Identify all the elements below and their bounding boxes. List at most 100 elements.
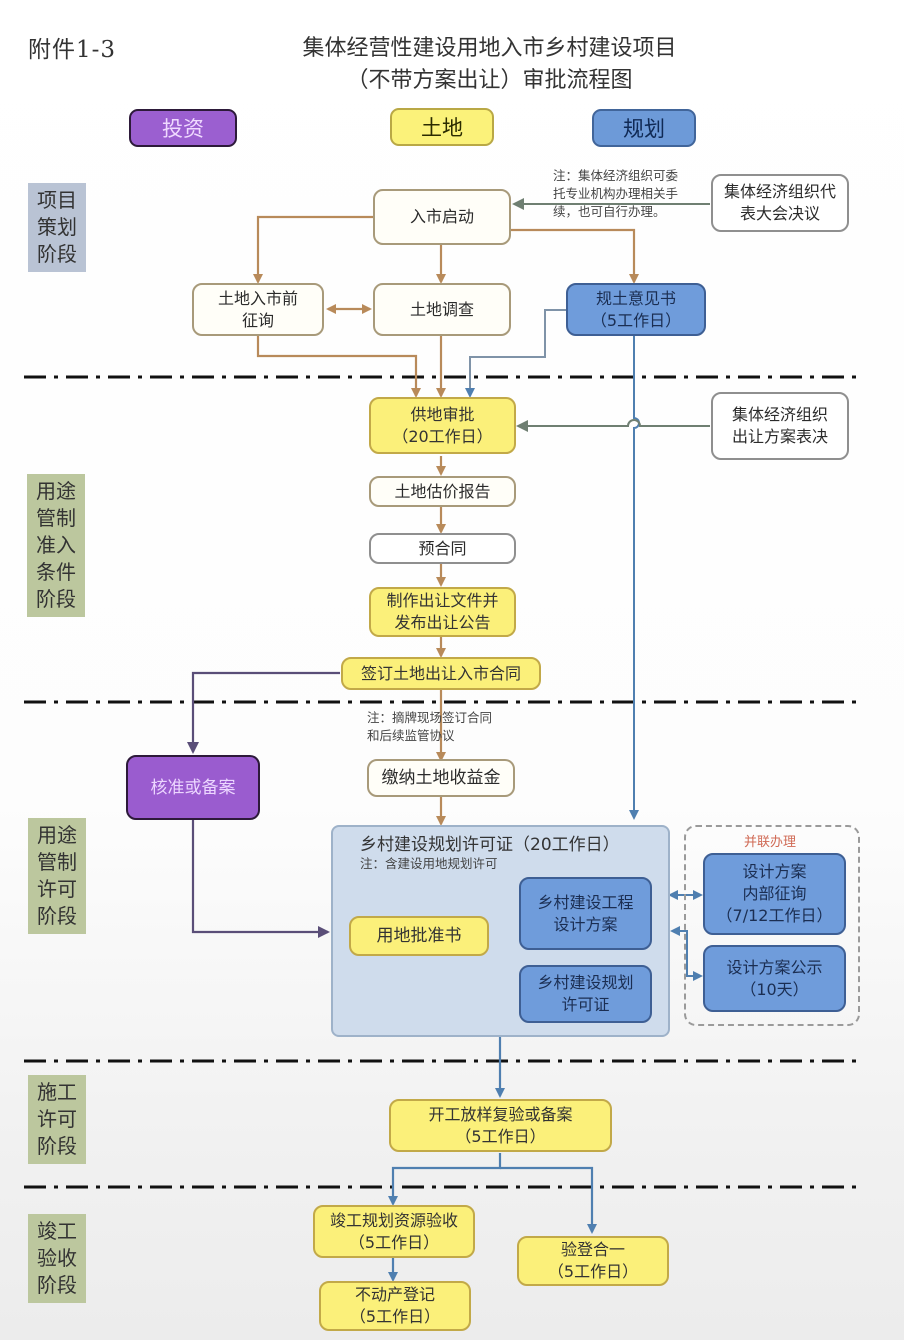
node-label: 发布出让公告 xyxy=(394,613,491,632)
stage-line: 准入 xyxy=(36,533,76,557)
node-label: （5工作日） xyxy=(455,1126,546,1146)
page-title-line2: （不带方案出让）审批流程图 xyxy=(346,68,633,93)
node-label: 供地审批 xyxy=(410,404,475,424)
node-valuation-report[interactable]: 土地估价报告 xyxy=(369,476,516,507)
node-collective-vote[interactable]: 集体经济组织 出让方案表决 xyxy=(711,392,849,460)
node-label: 制作出让文件并 xyxy=(386,591,499,610)
note-line: 和后续监管协议 xyxy=(367,728,455,743)
arrow-filing-to-permit xyxy=(191,820,330,938)
legend-land: 土地 xyxy=(390,108,494,146)
stage-construction-permit: 施工 许可 阶段 xyxy=(28,1075,86,1164)
node-label: 验登合一 xyxy=(560,1240,625,1259)
node-label: 内部征询 xyxy=(742,884,807,903)
arrow-sign-to-filing xyxy=(187,671,340,754)
arrow-construction-to-combined xyxy=(500,1166,597,1234)
node-design-publicity[interactable]: 设计方案公示 （10天） xyxy=(703,945,846,1012)
node-label: 缴纳土地收益金 xyxy=(381,768,501,788)
node-internal-consultation[interactable]: 设计方案 内部征询 （7/12工作日） xyxy=(703,853,846,935)
node-pay-land-revenue[interactable]: 缴纳土地收益金 xyxy=(367,759,515,797)
annex-label: 附件1-3 xyxy=(28,37,117,63)
stage-line: 管制 xyxy=(37,850,77,874)
stage-line: 阶段 xyxy=(37,904,77,928)
node-completion-acceptance[interactable]: 竣工规划资源验收 （5工作日） xyxy=(313,1205,475,1258)
node-combined-acceptance[interactable]: 验登合一 （5工作日） xyxy=(517,1236,669,1286)
group-title: 乡村建设规划许可证（20工作日） xyxy=(360,835,620,855)
node-rural-permit[interactable]: 乡村建设规划 许可证 xyxy=(519,965,652,1023)
stage-line: 项目 xyxy=(37,188,77,212)
node-label: 竣工规划资源验收 xyxy=(329,1210,458,1230)
note-line: 续，也可自行办理。 xyxy=(553,204,666,219)
node-land-survey[interactable]: 土地调查 xyxy=(373,283,511,336)
stage-line: 阶段 xyxy=(37,242,77,266)
node-label: （10天） xyxy=(740,979,809,999)
stage-line: 竣工 xyxy=(37,1219,77,1243)
note-delegation: 注：集体经济组织可委 托专业机构办理相关手 续，也可自行办理。 xyxy=(553,167,678,221)
node-property-registration[interactable]: 不动产登记 （5工作日） xyxy=(319,1281,471,1331)
node-pre-contract[interactable]: 预合同 xyxy=(369,533,516,564)
node-label: 许可证 xyxy=(561,995,610,1014)
node-label: 乡村建设规划 xyxy=(537,973,634,992)
node-label: 不动产登记 xyxy=(354,1285,435,1304)
node-label: 土地估价报告 xyxy=(394,481,491,501)
node-label: 核准或备案 xyxy=(150,777,236,798)
stage-line: 管制 xyxy=(36,506,76,530)
node-planning-opinion[interactable]: 规土意见书 （5工作日） xyxy=(566,283,706,336)
node-construction-check[interactable]: 开工放样复验或备案 （5工作日） xyxy=(389,1099,612,1152)
stage-project-planning: 项目 策划 阶段 xyxy=(28,183,86,272)
node-label: 入市启动 xyxy=(409,207,474,226)
node-label: 乡村建设工程 xyxy=(537,892,634,912)
node-label: 签订土地出让入市合同 xyxy=(360,663,521,683)
node-label: 预合同 xyxy=(418,538,467,558)
stage-line: 许可 xyxy=(37,1107,77,1131)
arrow-start-to-preconsult xyxy=(253,215,374,284)
arrow-vote-to-supply xyxy=(516,419,710,432)
stage-line: 用途 xyxy=(36,479,76,503)
stage-line: 用途 xyxy=(37,823,77,847)
node-label: 集体经济组织代 xyxy=(723,182,836,201)
stage-line: 阶段 xyxy=(37,1134,77,1158)
node-approval-filing[interactable]: 核准或备案 xyxy=(126,755,260,820)
arrow-construction-to-completion xyxy=(388,1153,502,1206)
node-label: 土地调查 xyxy=(409,299,474,319)
stage-line: 许可 xyxy=(37,877,77,901)
node-collective-meeting[interactable]: 集体经济组织代 表大会决议 xyxy=(711,174,849,232)
node-label: 设计方案公示 xyxy=(726,957,823,977)
note-line: 注：摘牌现场签订合同 xyxy=(367,710,493,725)
note-line: 托专业机构办理相关手 xyxy=(553,186,679,201)
node-label: 出让方案表决 xyxy=(731,427,828,446)
node-sign-contract[interactable]: 签订土地出让入市合同 xyxy=(341,657,541,690)
node-label: （7/12工作日） xyxy=(716,906,833,925)
node-label: 集体经济组织 xyxy=(731,405,828,424)
stage-completion-acceptance: 竣工 验收 阶段 xyxy=(28,1214,86,1303)
arrow-opinion-to-permit xyxy=(629,336,640,820)
page-title-line1: 集体经营性建设用地入市乡村建设项目 xyxy=(302,36,677,61)
node-transfer-documents[interactable]: 制作出让文件并 发布出让公告 xyxy=(369,587,516,637)
node-label: （5工作日） xyxy=(547,1262,639,1281)
node-label: （5工作日） xyxy=(349,1307,441,1326)
node-label: 表大会决议 xyxy=(739,204,820,223)
node-market-start[interactable]: 入市启动 xyxy=(373,189,511,245)
stage-line: 阶段 xyxy=(37,1273,77,1297)
node-label: 设计方案 xyxy=(742,862,807,881)
group-note: 注：含建设用地规划许可 xyxy=(360,856,498,871)
stage-use-control-access: 用途 管制 准入 条件 阶段 xyxy=(27,474,85,617)
node-land-approval-letter[interactable]: 用地批准书 xyxy=(349,916,489,956)
node-design-scheme[interactable]: 乡村建设工程 设计方案 xyxy=(519,877,652,950)
node-label: （20工作日） xyxy=(392,426,493,446)
note-line: 注：集体经济组织可委 xyxy=(553,168,679,183)
node-label: 设计方案 xyxy=(553,914,618,934)
node-pre-consultation[interactable]: 土地入市前 征询 xyxy=(192,283,324,336)
node-label: 规土意见书 xyxy=(595,288,676,308)
legend-planning: 规划 xyxy=(592,109,696,147)
stage-line: 条件 xyxy=(36,560,76,584)
legend-invest: 投资 xyxy=(129,109,237,147)
node-land-supply-approval[interactable]: 供地审批 （20工作日） xyxy=(369,397,516,454)
stage-use-control-permit: 用途 管制 许可 阶段 xyxy=(28,818,86,934)
node-label: 用地批准书 xyxy=(376,926,462,946)
stage-line: 策划 xyxy=(37,215,77,239)
arrow-preconsult-to-supply xyxy=(256,336,421,398)
stage-line: 阶段 xyxy=(36,587,76,611)
node-label: 征询 xyxy=(241,310,274,330)
note-signing: 注：摘牌现场签订合同 和后续监管协议 xyxy=(367,709,492,745)
node-label: 开工放样复验或备案 xyxy=(428,1104,573,1124)
